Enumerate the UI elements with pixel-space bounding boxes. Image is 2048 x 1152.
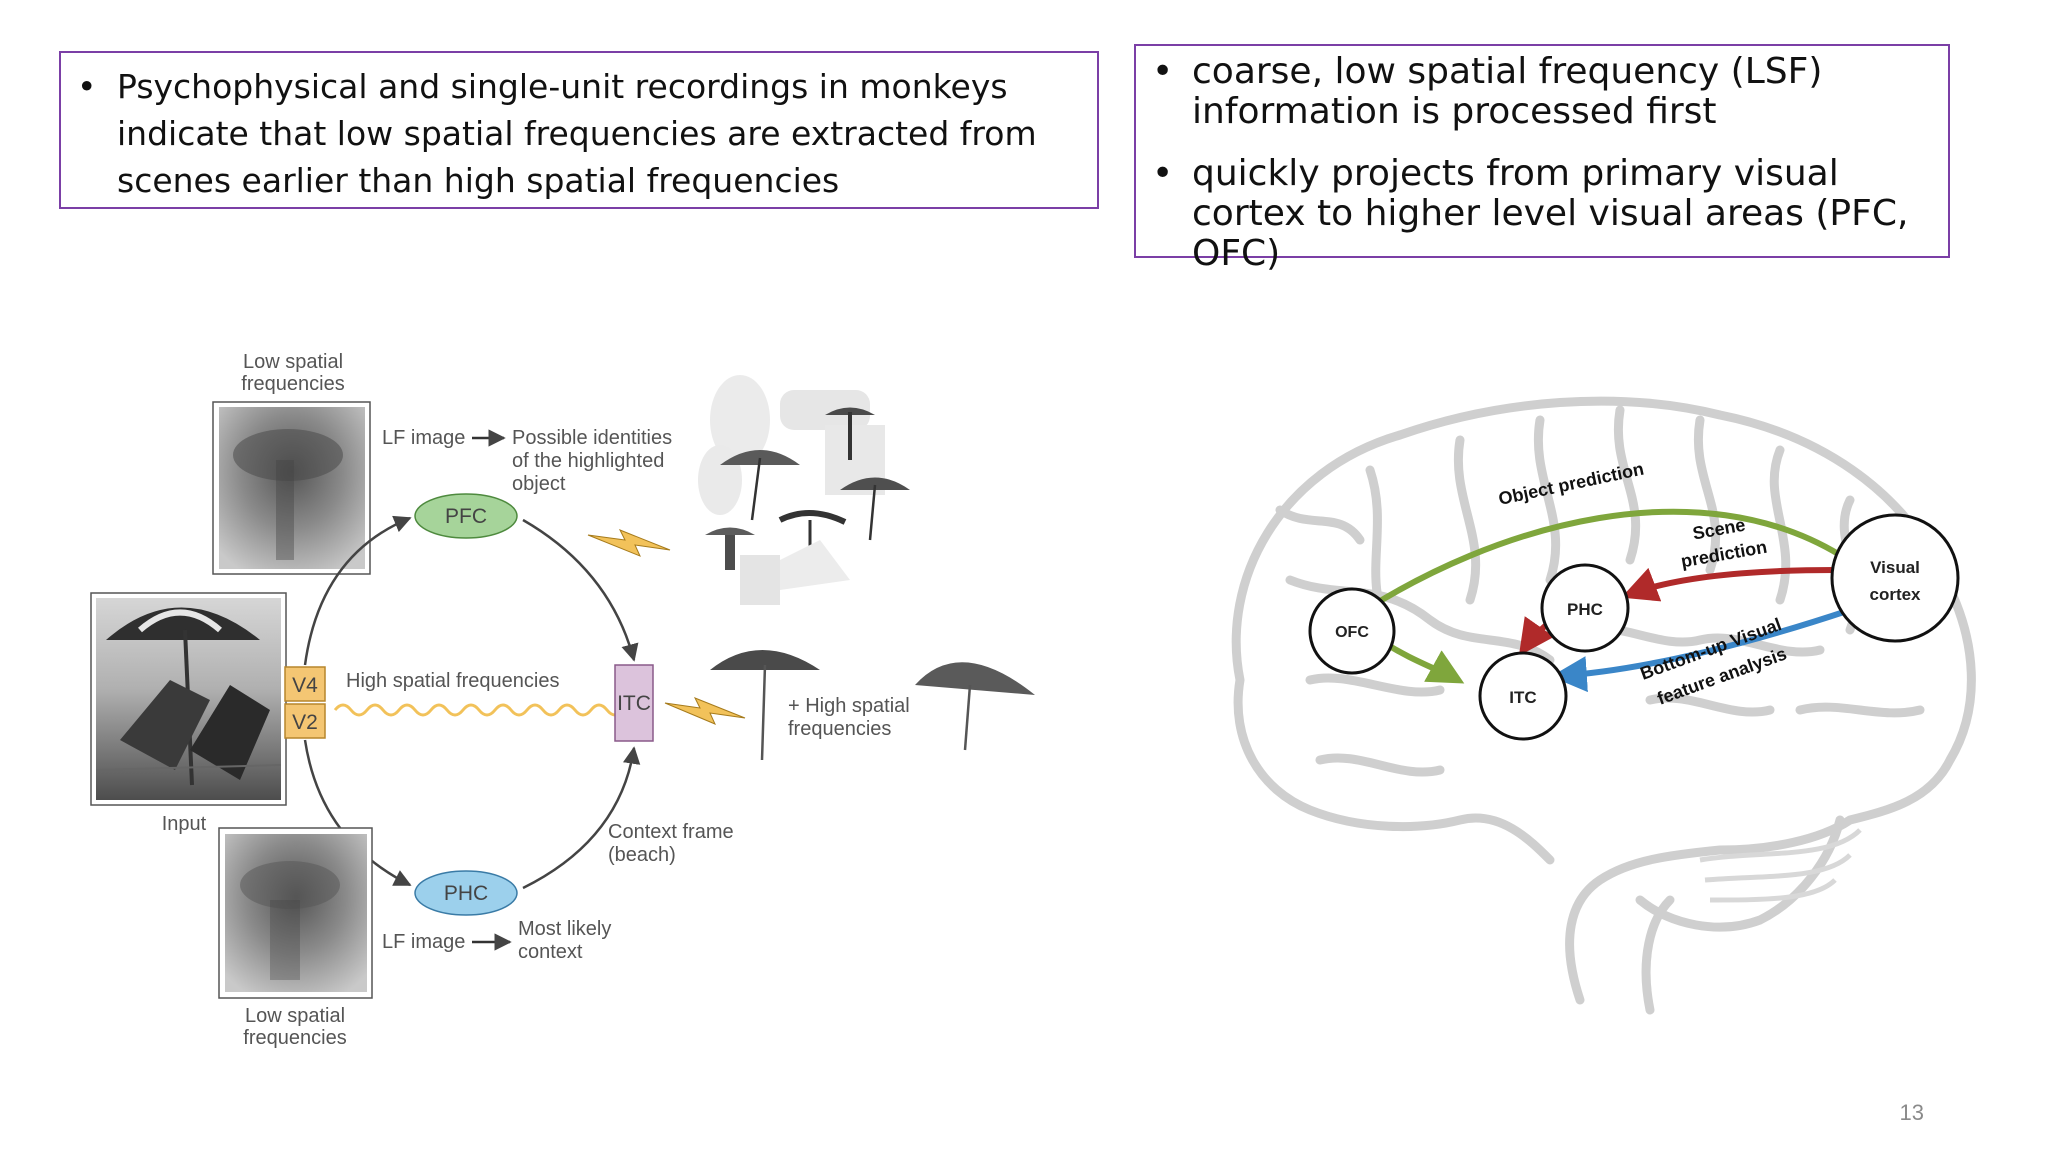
svg-text:context: context — [518, 941, 583, 963]
svg-text:+ High spatial: + High spatial — [788, 695, 910, 717]
bullet-item: quickly projects from primary visual cor… — [1136, 154, 1948, 274]
low-sf-top-image — [212, 401, 371, 575]
bullet-item: Psychophysical and single-unit recording… — [61, 63, 1097, 204]
bullet-box-right: coarse, low spatial frequency (LSF) info… — [1134, 44, 1950, 274]
scene-prediction-arrow — [1621, 567, 1837, 602]
v2-box: V2 — [284, 703, 326, 739]
visual-cortex-node: Visual cortex — [1830, 513, 1960, 643]
svg-text:Context frame: Context frame — [608, 821, 734, 843]
phc-node: PHC — [1540, 563, 1630, 653]
svg-text:Scene: Scene — [1691, 515, 1747, 544]
svg-text:OFC: OFC — [1335, 624, 1369, 641]
umbrella-icon — [915, 662, 1035, 751]
lightning-icon — [587, 529, 671, 557]
brain-outline — [1231, 396, 1976, 1015]
context-frame-label: Context frame (beach) — [608, 821, 734, 866]
svg-text:PHC: PHC — [444, 882, 488, 905]
svg-text:frequencies: frequencies — [243, 1027, 346, 1049]
input-label: Input — [162, 813, 207, 835]
most-likely-context-label: Most likely context — [518, 918, 611, 963]
svg-text:ITC: ITC — [1509, 688, 1536, 707]
arrow-pfc-to-itc — [522, 518, 639, 662]
svg-text:frequencies: frequencies — [788, 718, 891, 740]
cerebellum — [1699, 828, 1862, 903]
svg-text:object: object — [512, 473, 566, 495]
svg-text:Possible identities: Possible identities — [512, 427, 672, 449]
candidate-objects-icon — [698, 375, 910, 605]
svg-text:V2: V2 — [292, 711, 318, 734]
lf-image-top: LF image — [382, 427, 506, 449]
high-sf-wave — [333, 688, 638, 717]
svg-text:Visual: Visual — [1870, 558, 1920, 577]
v4-box: V4 — [284, 666, 326, 702]
bottom-up-label: Bottom-up Visual feature analysis — [1638, 614, 1790, 709]
svg-text:Low spatial: Low spatial — [243, 351, 343, 373]
input-beach-image — [90, 592, 287, 806]
bottom-up-arrow — [1550, 607, 1851, 693]
lightning-icon — [664, 697, 746, 725]
svg-text:cortex: cortex — [1869, 585, 1921, 604]
pfc-node: PFC — [414, 493, 518, 539]
svg-text:LF image: LF image — [382, 427, 465, 449]
low-sf-bottom-image — [218, 827, 373, 999]
arrow-to-pfc — [303, 515, 412, 666]
svg-text:Most likely: Most likely — [518, 918, 611, 940]
svg-text:of the highlighted: of the highlighted — [512, 450, 664, 472]
spatial-frequency-diagram: Low spatial frequencies Input V4 V2 PFC — [90, 351, 1035, 1049]
svg-text:prediction: prediction — [1679, 537, 1768, 572]
svg-text:Low spatial: Low spatial — [245, 1005, 345, 1027]
object-prediction-arrow — [1344, 508, 1842, 624]
arrow-to-phc — [303, 739, 412, 887]
svg-text:PHC: PHC — [1567, 600, 1603, 619]
ofc-node: OFC — [1308, 587, 1396, 675]
umbrella-icon — [710, 650, 820, 761]
possible-identities-label: Possible identities of the highlighted o… — [512, 427, 672, 495]
high-sf-label: High spatial frequencies — [346, 670, 559, 692]
svg-text:PFC: PFC — [445, 505, 487, 528]
itc-node: ITC — [614, 664, 654, 742]
plus-high-sf-label: + High spatial frequencies — [788, 695, 910, 740]
slide-number: 13 — [1899, 1100, 1924, 1125]
svg-text:V4: V4 — [292, 674, 318, 697]
low-sf-top-label: Low spatial frequencies — [241, 351, 344, 395]
svg-text:frequencies: frequencies — [241, 373, 344, 395]
svg-text:(beach): (beach) — [608, 844, 676, 866]
lf-image-bottom: LF image — [382, 931, 512, 953]
svg-text:LF image: LF image — [382, 931, 465, 953]
bullet-item: coarse, low spatial frequency (LSF) info… — [1136, 52, 1948, 132]
bullet-box-left: Psychophysical and single-unit recording… — [59, 51, 1099, 209]
object-prediction-label: Object prediction — [1497, 459, 1646, 509]
phc-node: PHC — [414, 870, 518, 916]
brain-diagram: Visual cortex PHC OFC ITC Object predict… — [1231, 396, 1976, 1015]
svg-text:ITC: ITC — [617, 692, 651, 715]
low-sf-bottom-label: Low spatial frequencies — [243, 1005, 346, 1049]
arrow-phc-to-itc — [522, 746, 641, 890]
itc-node: ITC — [1478, 651, 1568, 741]
